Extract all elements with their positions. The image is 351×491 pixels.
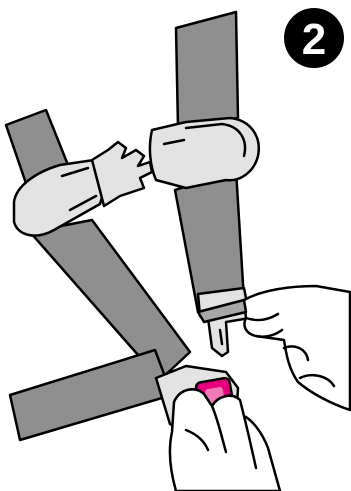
left-diagonal-strap — [30, 220, 190, 380]
step-badge: 2 — [284, 8, 344, 68]
hand-left — [170, 389, 280, 491]
chest-clip-right — [150, 118, 259, 188]
crotch-strap — [10, 350, 172, 440]
step-number: 2 — [302, 15, 326, 64]
shoulder-strap-right — [176, 12, 238, 128]
hand-right — [244, 286, 350, 410]
